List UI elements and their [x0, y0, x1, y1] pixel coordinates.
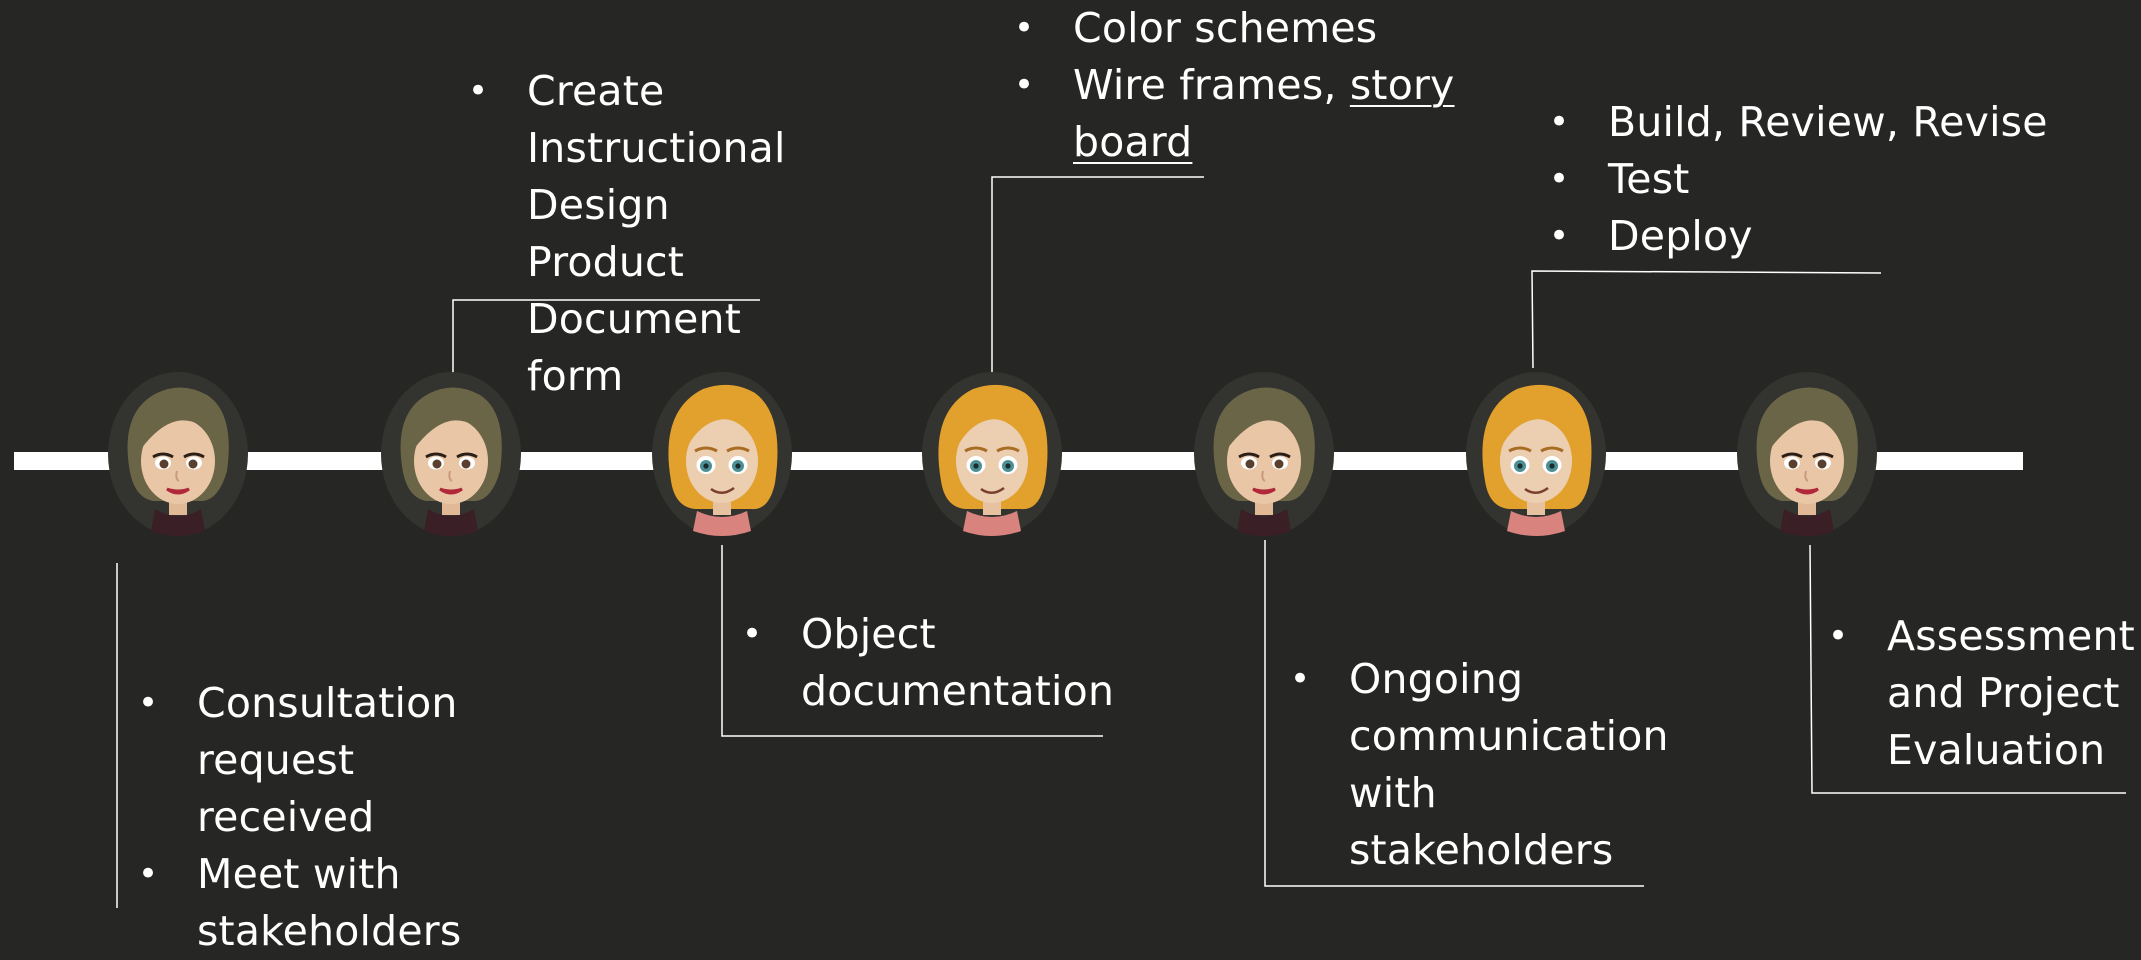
avatar-7 [1736, 371, 1878, 537]
milestone-4-bullet-2-prefix: Wire frames, [1073, 61, 1350, 109]
avatar-4 [921, 371, 1063, 537]
connector-3 [721, 545, 1103, 737]
milestone-5-bullet-1: Ongoing communication with stakeholders [1290, 651, 1668, 879]
connector-4 [991, 176, 1204, 381]
milestone-6-bullet-3: Deploy [1549, 208, 2069, 265]
milestone-6-text: Build, Review, Revise Test Deploy [1549, 94, 2069, 265]
connector-6 [1531, 270, 1882, 369]
milestone-1-bullet-2: Meet with stakeholders [138, 846, 487, 960]
timeline-diagram: Consultation request received Meet with … [0, 0, 2141, 908]
brunette-woman-icon [1193, 371, 1335, 537]
milestone-2-bullet-1: Create Instructional Design Product Docu… [468, 63, 837, 405]
story-board-link: story board [1073, 61, 1455, 166]
connector-lines [116, 176, 2126, 908]
milestone-5-text: Ongoing communication with stakeholders [1290, 651, 1690, 879]
milestone-7-text: Assessment and Project Evaluation [1828, 608, 2138, 779]
milestone-7-bullet-1: Assessment and Project Evaluation [1828, 608, 2135, 779]
blonde-woman-icon [1465, 371, 1607, 537]
milestone-4-bullet-2: Wire frames, story board [1014, 57, 1473, 171]
milestone-6-bullet-1: Build, Review, Revise [1549, 94, 2069, 151]
milestone-1-bullet-1: Consultation request received [138, 675, 517, 846]
avatar-5 [1193, 371, 1335, 537]
milestone-2-text: Create Instructional Design Product Docu… [468, 63, 868, 405]
milestone-4-bullet-1: Color schemes [1014, 0, 1474, 57]
avatar-1 [107, 371, 249, 537]
brunette-woman-icon [107, 371, 249, 537]
milestone-1-text: Consultation request received Meet with … [138, 675, 558, 960]
milestone-3-text: Object documentation [742, 606, 1122, 720]
blonde-woman-icon [921, 371, 1063, 537]
avatar-6 [1465, 371, 1607, 537]
milestone-6-bullet-2: Test [1549, 151, 2069, 208]
brunette-woman-icon [1736, 371, 1878, 537]
connector-5 [1264, 540, 1644, 887]
milestone-4-text: Color schemes Wire frames, story board [1014, 0, 1474, 171]
connector-7 [1809, 544, 2126, 794]
milestone-3-bullet-1: Object documentation [742, 606, 1114, 720]
